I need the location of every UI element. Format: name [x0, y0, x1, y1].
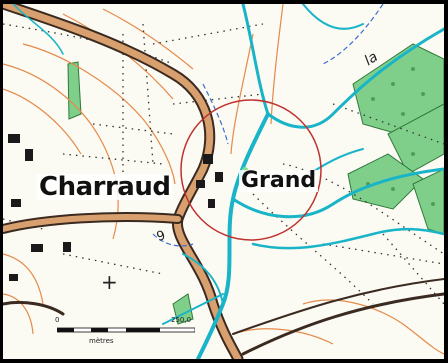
place-label-grand: Grand: [239, 168, 319, 193]
roads: [3, 4, 444, 359]
scale-end-label: 250,0: [171, 316, 192, 324]
scale-bar: 0 250,0 mètres: [55, 316, 205, 356]
scale-bar-graphic: [57, 327, 195, 333]
waterways: [12, 4, 444, 359]
scale-start-label: 0: [55, 316, 60, 324]
boundaries: [152, 4, 384, 247]
topographic-map[interactable]: Charraud Grand la 9 + 0 250,0 mètres: [3, 4, 444, 359]
buildings: [8, 134, 223, 281]
radius-circle: [180, 99, 322, 241]
map-drawing: [3, 4, 444, 359]
scale-unit-label: mètres: [89, 337, 114, 345]
place-label-charraud: Charraud: [37, 172, 173, 202]
crosshair-icon: +: [101, 270, 118, 294]
